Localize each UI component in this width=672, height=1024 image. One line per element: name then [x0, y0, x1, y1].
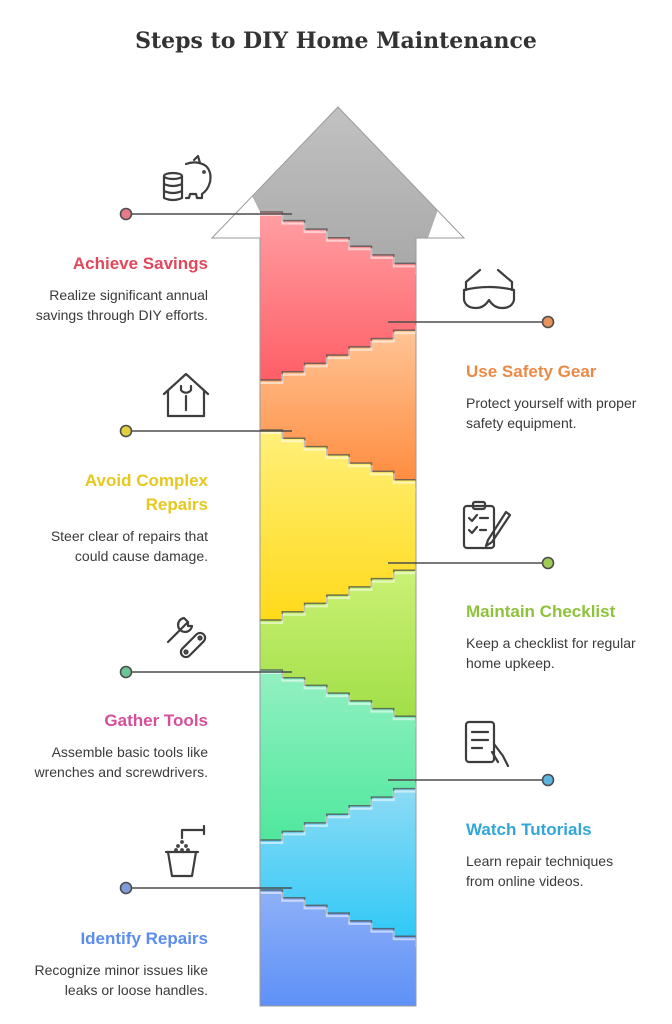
step-heading: Gather Tools	[104, 711, 208, 730]
clipboard-checklist-icon	[462, 500, 512, 550]
connector-dot	[541, 315, 555, 329]
step-desc-line: Learn repair techniques	[466, 853, 613, 869]
step-use-safety-gear: Use Safety Gear Protect yourself with pr…	[462, 268, 637, 431]
step-heading: Maintain Checklist	[466, 602, 616, 621]
step-heading-continued: Repairs	[146, 495, 208, 514]
step-desc-line: Steer clear of repairs that	[51, 528, 208, 544]
step-desc-line: Assemble basic tools like	[52, 744, 209, 760]
arrow-band	[260, 430, 416, 620]
step-watch-tutorials: Watch Tutorials Learn repair techniques …	[464, 720, 613, 889]
connector-dot	[541, 556, 555, 570]
connector-dot	[119, 207, 133, 221]
step-desc-line: savings through DIY efforts.	[36, 307, 208, 323]
step-heading: Avoid Complex	[85, 471, 209, 490]
staircase-arrow	[212, 107, 464, 1006]
step-heading: Achieve Savings	[73, 254, 208, 273]
arrow-band	[260, 562, 416, 724]
connector-lines	[119, 207, 555, 895]
step-desc-line: Protect yourself with proper	[466, 395, 637, 411]
wrench-screwdriver-icon	[166, 616, 207, 659]
step-desc-line: Realize significant annual	[49, 287, 208, 303]
step-desc-line: Recognize minor issues like	[34, 962, 208, 978]
step-desc-line: safety equipment.	[466, 415, 577, 431]
arrow-band	[260, 780, 416, 944]
stair-highlight	[260, 214, 417, 275]
piggy-bank-coins-icon	[162, 154, 212, 202]
step-identify-repairs: Identify Repairs Recognize minor issues …	[34, 824, 208, 998]
faucet-bucket-icon	[164, 824, 206, 878]
step-avoid-complex-repairs: Avoid Complex Steer clear of repairs tha…	[51, 372, 210, 564]
safety-goggles-icon	[462, 268, 516, 310]
step-heading: Identify Repairs	[80, 929, 208, 948]
stair-highlight	[260, 432, 417, 491]
arrow-outline	[210, 106, 466, 1007]
step-heading: Watch Tutorials	[466, 820, 592, 839]
connector-dot	[541, 773, 555, 787]
step-desc-line: home upkeep.	[466, 655, 555, 671]
arrow-band	[260, 322, 416, 488]
stair-highlight	[260, 325, 417, 384]
stair-highlight	[260, 783, 417, 844]
arrow-band	[260, 890, 416, 1006]
stair-highlight	[260, 892, 417, 947]
step-desc-line: Keep a checklist for regular	[466, 635, 636, 651]
step-achieve-savings: Achieve Savings Realize significant annu…	[36, 154, 212, 323]
step-gather-tools: Gather Tools Assemble basic tools like w…	[33, 616, 209, 780]
page-title: Steps to DIY Home Maintenance	[135, 28, 537, 54]
step-desc-line: could cause damage.	[75, 548, 208, 564]
step-desc-line: leaks or loose handles.	[65, 982, 208, 998]
step-desc-line: from online videos.	[466, 873, 584, 889]
connector-dot	[119, 881, 133, 895]
tablet-touch-icon	[464, 720, 510, 768]
connector-dot	[119, 665, 133, 679]
house-wrench-icon	[162, 372, 210, 418]
connector-dot	[119, 424, 133, 438]
stair-highlight	[260, 565, 417, 624]
step-heading: Use Safety Gear	[466, 362, 597, 381]
step-desc-line: wrenches and screwdrivers.	[33, 764, 208, 780]
stair-highlight	[260, 672, 417, 727]
step-maintain-checklist: Maintain Checklist Keep a checklist for …	[462, 500, 636, 671]
